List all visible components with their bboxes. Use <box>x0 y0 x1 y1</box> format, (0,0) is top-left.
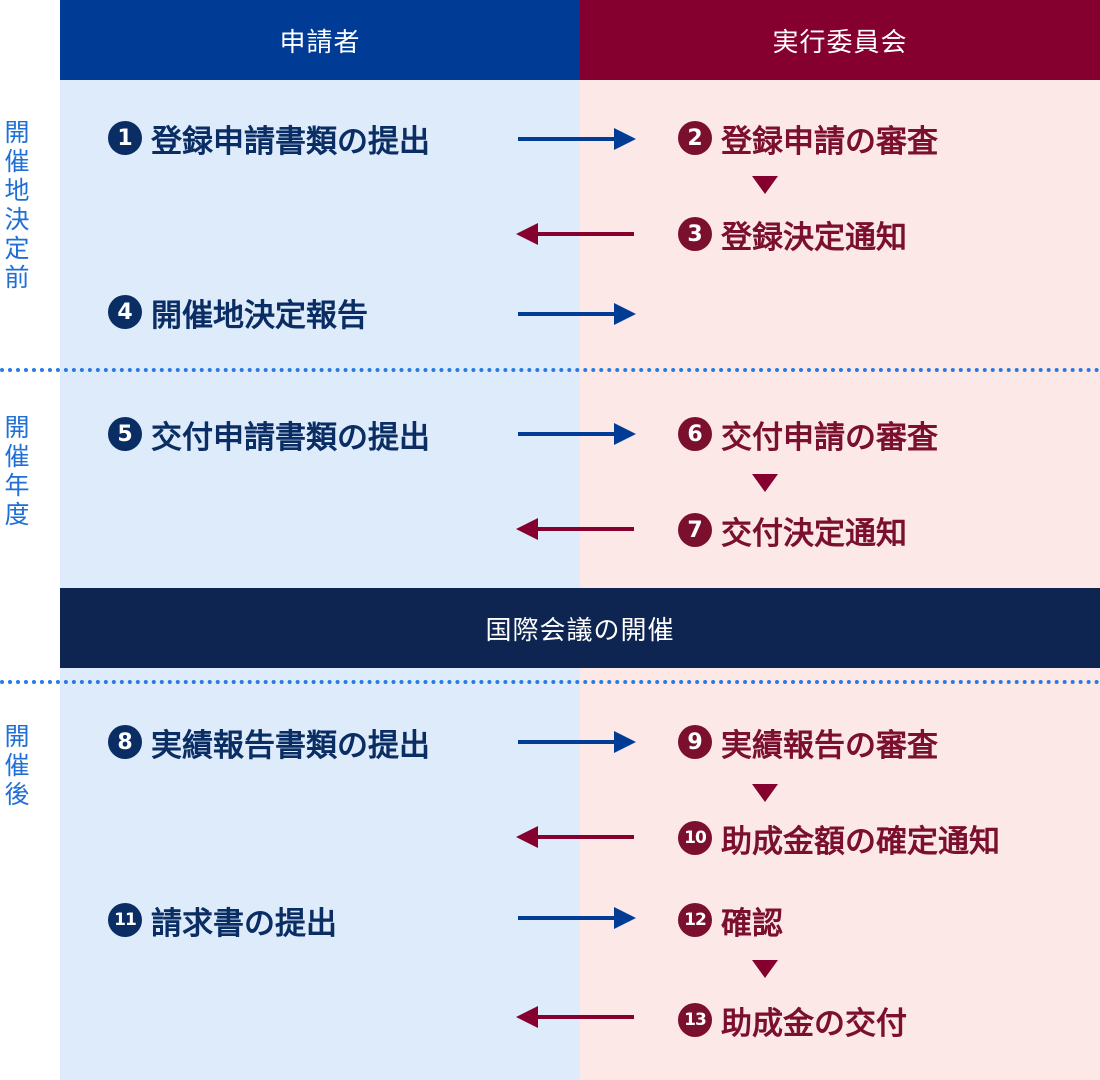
step-10: 10 助成金額の確定通知 <box>678 818 1000 860</box>
arrow-right-4 <box>518 731 636 753</box>
step-label: 交付決定通知 <box>721 515 907 552</box>
step-number-badge: 5 <box>108 417 142 451</box>
step-5: 5 交付申請書類の提出 <box>108 414 430 456</box>
arrow-right-3 <box>518 423 636 445</box>
step-label: 実績報告書類の提出 <box>151 727 430 764</box>
phase-divider-1 <box>0 368 1100 372</box>
step-12: 12 確認 <box>678 900 783 942</box>
step-label: 実績報告の審査 <box>721 727 938 764</box>
arrow-right-5 <box>518 907 636 929</box>
step-label: 開催地決定報告 <box>151 297 368 334</box>
step-number-badge: 3 <box>678 217 712 251</box>
step-label: 確認 <box>721 905 783 942</box>
triangle-down-3 <box>752 784 778 802</box>
step-label: 助成金額の確定通知 <box>721 823 1000 860</box>
step-label: 交付申請の審査 <box>721 419 938 456</box>
step-number-badge: 1 <box>108 121 142 155</box>
step-number-badge: 2 <box>678 121 712 155</box>
step-number-badge: 10 <box>678 821 712 855</box>
arrow-left-1 <box>516 223 634 245</box>
phase-divider-2 <box>0 680 1100 684</box>
triangle-down-2 <box>752 474 778 492</box>
step-2: 2 登録申請の審査 <box>678 118 938 160</box>
arrow-right-2 <box>518 303 636 325</box>
step-number-badge: 12 <box>678 903 712 937</box>
triangle-down-1 <box>752 176 778 194</box>
step-number-badge: 6 <box>678 417 712 451</box>
step-8: 8 実績報告書類の提出 <box>108 722 430 764</box>
step-label: 登録申請書類の提出 <box>151 123 430 160</box>
arrow-left-3 <box>516 826 634 848</box>
committee-column-bg <box>580 80 1100 1080</box>
step-number-badge: 8 <box>108 725 142 759</box>
step-6: 6 交付申請の審査 <box>678 414 938 456</box>
step-label: 交付申請書類の提出 <box>151 419 430 456</box>
step-7: 7 交付決定通知 <box>678 510 907 552</box>
step-number-badge: 7 <box>678 513 712 547</box>
step-label: 助成金の交付 <box>721 1005 907 1042</box>
phase-label-before-decision: 開 催 地 決 定 前 <box>4 118 30 292</box>
applicant-header: 申請者 <box>60 0 580 80</box>
triangle-down-4 <box>752 960 778 978</box>
phase-label-after: 開 催 後 <box>4 722 30 809</box>
step-label: 登録申請の審査 <box>721 123 938 160</box>
step-label: 請求書の提出 <box>151 905 337 942</box>
step-4: 4 開催地決定報告 <box>108 292 368 334</box>
step-number-badge: 9 <box>678 725 712 759</box>
step-11: 11 請求書の提出 <box>108 900 337 942</box>
applicant-column-bg <box>60 80 580 1080</box>
arrow-right-1 <box>518 128 636 150</box>
step-1: 1 登録申請書類の提出 <box>108 118 430 160</box>
arrow-left-2 <box>516 518 634 540</box>
step-13: 13 助成金の交付 <box>678 1000 907 1042</box>
step-number-badge: 11 <box>108 903 142 937</box>
conference-bar: 国際会議の開催 <box>60 588 1100 668</box>
step-3: 3 登録決定通知 <box>678 214 907 256</box>
arrow-left-4 <box>516 1006 634 1028</box>
step-label: 登録決定通知 <box>721 219 907 256</box>
step-number-badge: 4 <box>108 295 142 329</box>
phase-label-fiscal-year: 開 催 年 度 <box>4 413 30 529</box>
committee-header: 実行委員会 <box>580 0 1100 80</box>
step-9: 9 実績報告の審査 <box>678 722 938 764</box>
step-number-badge: 13 <box>678 1003 712 1037</box>
